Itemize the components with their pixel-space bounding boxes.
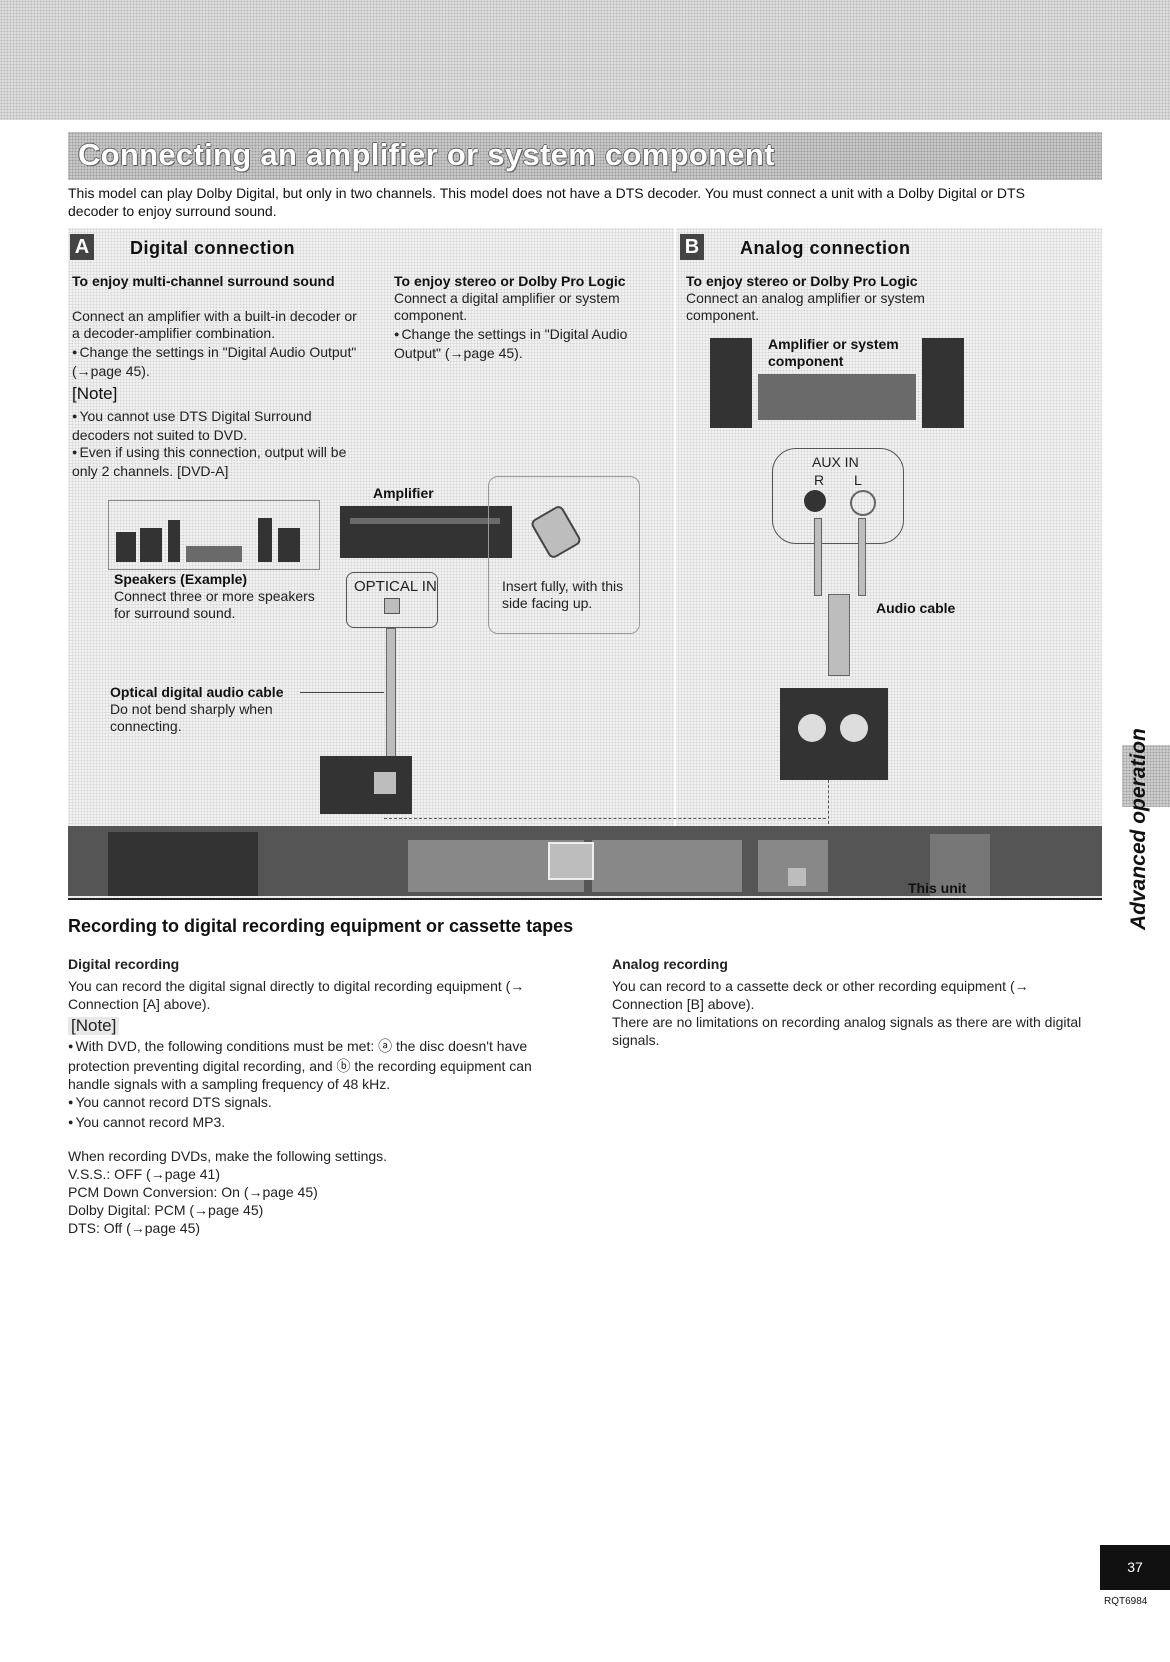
recording-note-heading: [Note]	[68, 1017, 120, 1035]
analog-recording-text: There are no limitations on recording an…	[612, 1014, 1082, 1048]
side-tab	[1122, 745, 1170, 807]
section-a-col1-text: Connect an amplifier with a built-in dec…	[72, 308, 357, 341]
amplifier-detail	[350, 518, 500, 524]
section-a-col2-bullet: Change the settings in "Digital Audio Ou…	[394, 326, 672, 362]
aux-r-label: R	[814, 472, 825, 488]
section-a-note-item: Even if using this connection, output wi…	[72, 444, 362, 480]
optical-in-label: OPTICAL IN	[354, 578, 437, 595]
unit-av-terminals-2	[592, 840, 742, 892]
optical-port-icon	[384, 598, 400, 614]
recording-note-item: You cannot record DTS signals.	[68, 1093, 548, 1113]
digital-recording-column: Digital recording You can record the dig…	[68, 955, 548, 1237]
unit-fan	[108, 832, 258, 896]
section-a-col2-heading: To enjoy stereo or Dolby Pro Logic	[394, 273, 626, 289]
analog-recording-column: Analog recording You can record to a cas…	[612, 955, 1102, 1049]
setting-item: PCM Down Conversion: On (→page 45)	[68, 1184, 318, 1200]
optical-in-callout	[346, 572, 438, 628]
section-a-badge: A	[70, 234, 94, 260]
audio-out-jack-r	[798, 714, 826, 742]
section-a-note-item: You cannot use DTS Digital Surround deco…	[72, 408, 362, 444]
top-texture-band	[0, 0, 1170, 120]
page-number: 37	[1100, 1545, 1170, 1590]
aux-jack-l	[850, 490, 876, 516]
recording-note-item: You cannot record MP3.	[68, 1113, 548, 1133]
section-a-col2-text: Connect a digital amplifier or system co…	[394, 290, 620, 323]
setting-item: V.S.S.: OFF (→page 41)	[68, 1166, 220, 1182]
amplifier-label: Amplifier	[373, 485, 434, 501]
section-b-heading: To enjoy stereo or Dolby Pro Logic	[686, 273, 918, 289]
digital-out-closeup	[320, 756, 412, 814]
recording-note-item: With DVD, the following conditions must …	[68, 1037, 548, 1093]
digital-route-line	[384, 818, 826, 819]
analog-recording-heading: Analog recording	[612, 956, 728, 972]
section-a-title: Digital connection	[130, 238, 296, 258]
speaker-icon	[116, 532, 136, 562]
speaker-icon	[140, 528, 162, 562]
analog-recording-text: You can record to a cassette deck or oth…	[612, 978, 1029, 1012]
audio-out-closeup	[780, 688, 888, 780]
optical-cable-label: Optical digital audio cable	[110, 684, 284, 700]
speakers-text: Connect three or more speakers for surro…	[114, 588, 315, 621]
speaker-icon	[168, 520, 180, 562]
this-unit-label: This unit	[908, 880, 967, 896]
side-tab-text: Advanced operation	[1127, 728, 1150, 930]
aux-in-callout	[772, 448, 904, 544]
recording-title: Recording to digital recording equipment…	[68, 916, 574, 936]
aux-in-label: AUX IN	[812, 454, 859, 470]
aux-l-label: L	[854, 472, 862, 488]
audio-cable-r	[814, 518, 822, 596]
component-speaker-left	[710, 338, 752, 428]
unit-audio-out-terminal	[548, 842, 594, 880]
plug-closeup-frame	[488, 476, 640, 634]
speaker-icon	[258, 518, 272, 562]
amplifier-graphic	[340, 506, 512, 558]
unit-optical-out	[788, 868, 806, 886]
digital-recording-text: You can record the digital signal direct…	[68, 978, 525, 1012]
audio-out-jack-l	[840, 714, 868, 742]
aux-jack-r	[804, 490, 826, 512]
speaker-icon	[186, 546, 242, 562]
digital-recording-heading: Digital recording	[68, 956, 180, 972]
section-rule	[68, 898, 1102, 900]
document-code: RQT6984	[1104, 1596, 1148, 1607]
section-b-text: Connect an analog amplifier or system co…	[686, 290, 925, 323]
optical-cable-text: Do not bend sharply when connecting.	[110, 701, 273, 734]
leader-line	[300, 692, 384, 693]
section-b-title: Analog connection	[740, 238, 911, 258]
page-title: Connecting an amplifier or system compon…	[78, 137, 775, 172]
digital-out-port	[374, 772, 396, 794]
speakers-frame	[108, 500, 320, 570]
setting-item: Dolby Digital: PCM (→page 45)	[68, 1202, 264, 1218]
component-unit	[758, 374, 916, 420]
speakers-label: Speakers (Example)	[114, 571, 248, 587]
section-a-col1-bullet: Change the settings in "Digital Audio Ou…	[72, 344, 364, 380]
audio-cable-l	[858, 518, 866, 596]
section-a-col1-heading: To enjoy multi-channel surround sound	[72, 273, 335, 289]
section-divider	[674, 228, 676, 853]
setting-item: DTS: Off (→page 45)	[68, 1220, 201, 1236]
component-speaker-right	[922, 338, 964, 428]
section-b-badge: B	[680, 234, 704, 260]
speaker-icon	[278, 528, 300, 562]
audio-cable-label: Audio cable	[876, 600, 956, 616]
intro-text: This model can play Dolby Digital, but o…	[68, 185, 1025, 219]
settings-intro: When recording DVDs, make the following …	[68, 1148, 388, 1164]
section-a-note-heading: [Note]	[72, 384, 118, 403]
insert-instruction: Insert fully, with this side facing up.	[502, 578, 624, 611]
unit-rf-terminals	[930, 834, 990, 896]
component-label: Amplifier or system component	[768, 336, 899, 369]
connection-diagram: A Digital connection To enjoy multi-chan…	[68, 228, 1102, 900]
title-bar: Connecting an amplifier or system compon…	[68, 132, 1102, 180]
audio-cable-graphic	[828, 594, 850, 676]
